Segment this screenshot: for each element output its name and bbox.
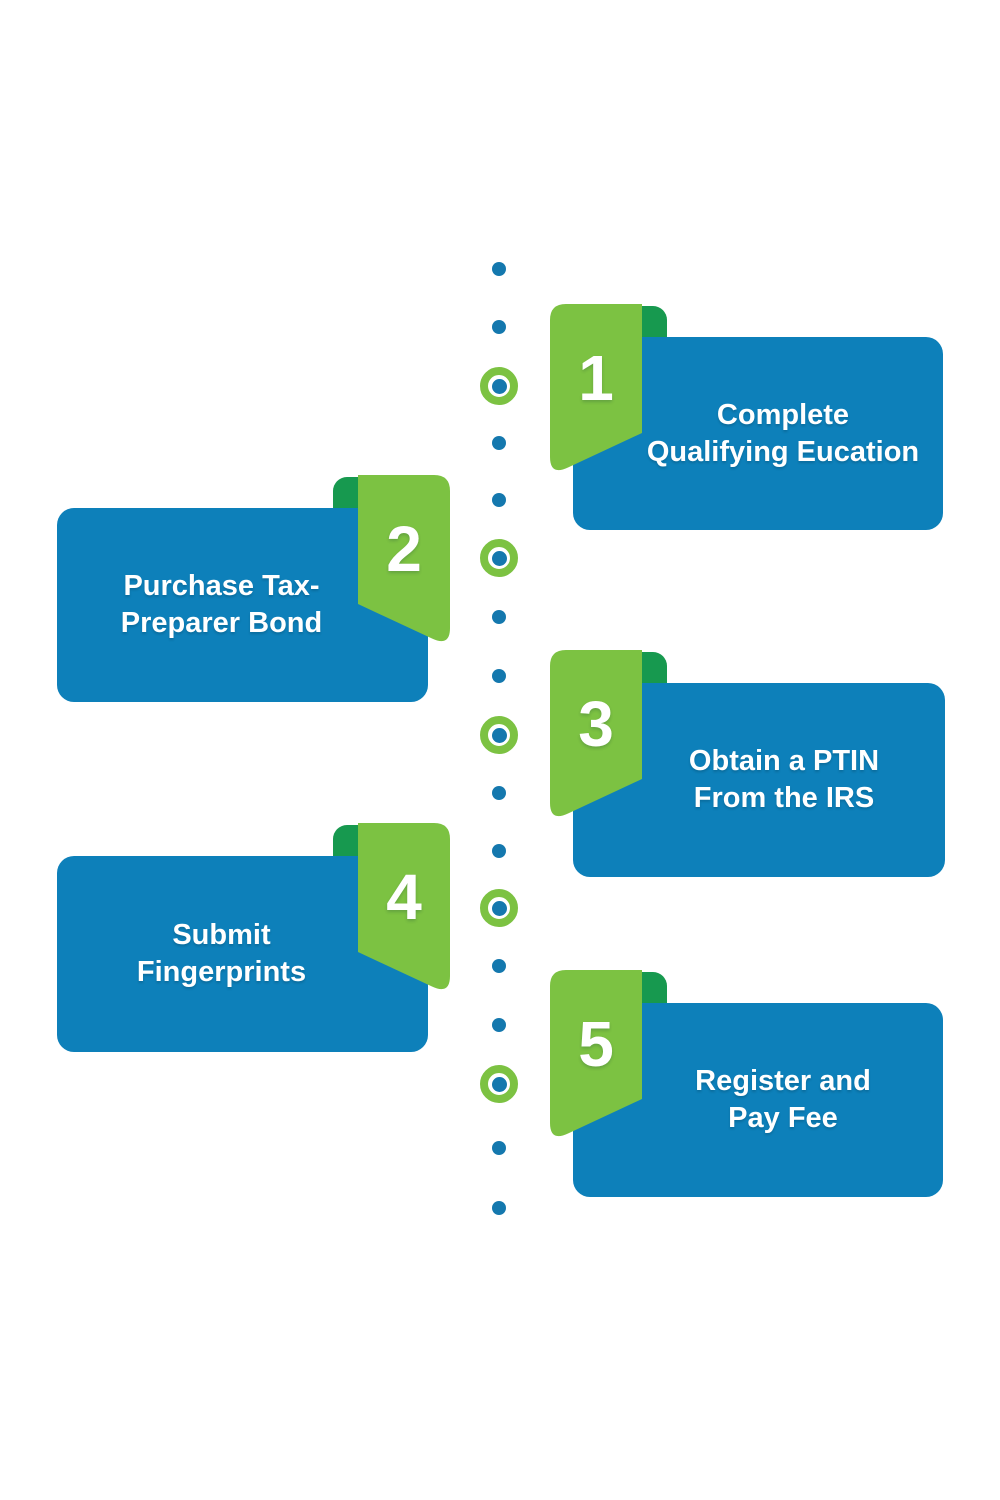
step-number: 5: [578, 1008, 614, 1080]
timeline-dot: [492, 320, 506, 334]
step-number: 3: [578, 688, 614, 760]
timeline-dot: [492, 1018, 506, 1032]
timeline-dot: [492, 844, 506, 858]
step-card-3: Obtain a PTIN From the IRS 3: [550, 650, 945, 877]
timeline-ring-center-dot: [491, 900, 507, 916]
step-title: Register and Pay Fee: [695, 1065, 871, 1134]
timeline-ring: [480, 1065, 518, 1103]
step-number-ribbon: [550, 304, 642, 474]
ribbon-shape: [358, 823, 450, 990]
timeline-dot: [492, 610, 506, 624]
step-number-ribbon: [550, 650, 642, 820]
step-number: 2: [386, 513, 422, 585]
timeline-ring: [480, 539, 518, 577]
timeline-dot: [492, 1201, 506, 1215]
timeline-ring-center-dot: [491, 727, 507, 743]
step-number: 4: [386, 861, 422, 933]
timeline-dot: [492, 669, 506, 683]
step-number-ribbon: [358, 823, 450, 993]
step-card-2: Purchase Tax- Preparer Bond 2: [57, 475, 450, 702]
timeline-ring: [480, 716, 518, 754]
ribbon-shape: [550, 970, 642, 1137]
ribbon-shape: [550, 304, 642, 471]
step-card-4: Submit Fingerprints 4: [57, 823, 450, 1052]
step-number: 1: [578, 342, 614, 414]
ribbon-shape: [358, 475, 450, 642]
step-card-5: Register and Pay Fee 5: [550, 970, 943, 1197]
timeline-ring-center-dot: [491, 550, 507, 566]
step-card-1: Complete Qualifying Eucation 1: [550, 304, 943, 530]
step-title: Purchase Tax- Preparer Bond: [120, 570, 323, 639]
timeline-dot: [492, 262, 506, 276]
timeline-ring: [480, 367, 518, 405]
step-number-ribbon: [358, 475, 450, 645]
step-title: Complete Qualifying Eucation: [646, 398, 920, 468]
timeline-ring: [480, 889, 518, 927]
ribbon-shape: [550, 650, 642, 817]
timeline-ring-center-dot: [491, 1076, 507, 1092]
step-title: Submit Fingerprints: [136, 919, 307, 988]
timeline-dot: [492, 786, 506, 800]
step-title: Obtain a PTIN From the IRS: [688, 745, 880, 814]
timeline-dot: [492, 436, 506, 450]
step-number-ribbon: [550, 970, 642, 1140]
timeline-dot: [492, 1141, 506, 1155]
timeline-dot: [492, 493, 506, 507]
timeline-dot: [492, 959, 506, 973]
timeline-ring-center-dot: [491, 378, 507, 394]
